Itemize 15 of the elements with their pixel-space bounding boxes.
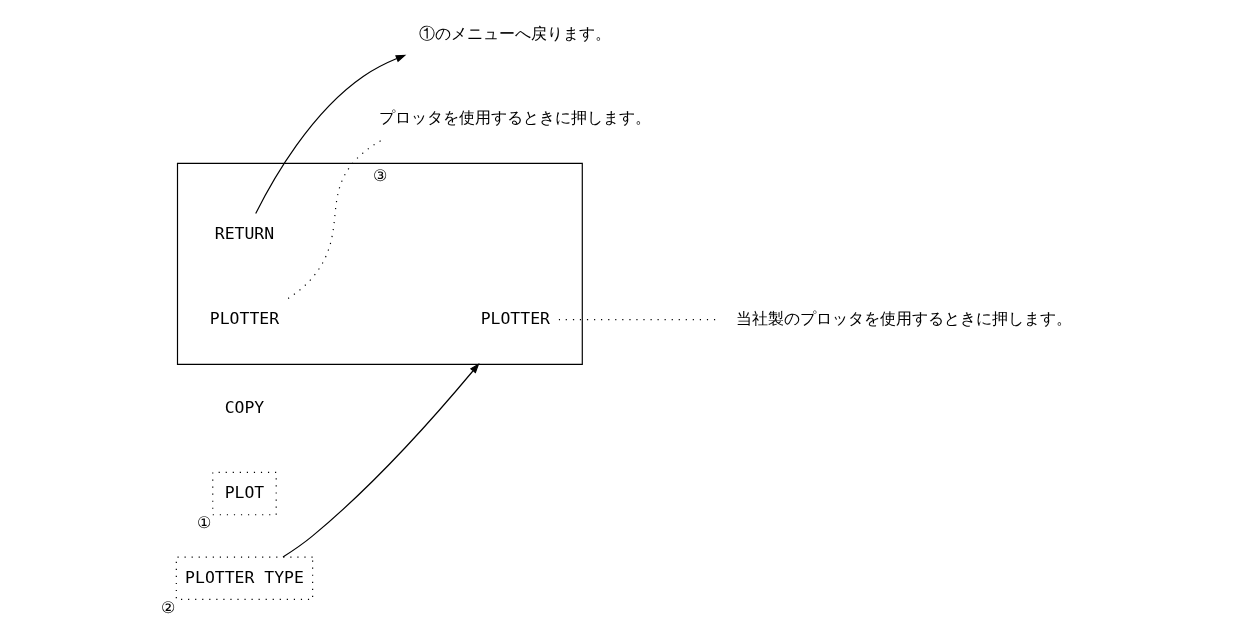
node-box: PLOTTER TYPE bbox=[175, 556, 313, 600]
node-text: プロッタを使用するときに押します。 bbox=[378, 108, 651, 128]
node-text: PLOTTER bbox=[480, 309, 550, 329]
node-label: ① bbox=[196, 512, 211, 532]
label: COPY bbox=[224, 398, 264, 418]
node-text: PLOTTER bbox=[209, 309, 279, 329]
connector bbox=[287, 139, 383, 300]
arrow bbox=[254, 54, 406, 215]
node-box: PLOT bbox=[211, 471, 277, 516]
connector bbox=[557, 319, 719, 321]
arrow bbox=[281, 362, 480, 558]
node-label: ② bbox=[160, 597, 175, 617]
node-text: RETURN bbox=[214, 224, 274, 244]
node-text: ①のメニューへ戻ります。 bbox=[418, 23, 611, 43]
node-text: 当社製のプロッタを使用するときに押します。 bbox=[735, 309, 1072, 329]
